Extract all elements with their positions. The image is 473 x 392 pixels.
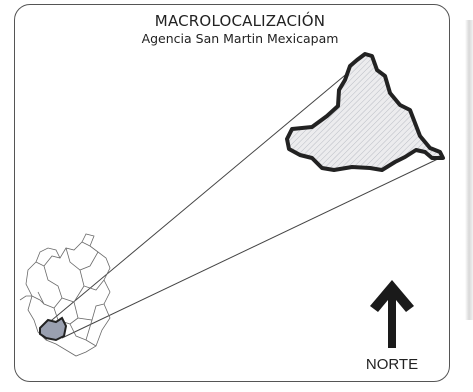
- projection-line-upper: [39, 55, 369, 331]
- agency-enlarged-outline: [285, 52, 445, 172]
- map-title: MACROLOCALIZACIÓN: [154, 12, 326, 30]
- projection-line-lower: [61, 156, 443, 339]
- municipality-outlines: [19, 233, 111, 357]
- map-subtitle: Agencia San Martin Mexicapam: [141, 31, 339, 46]
- agency-location-highlight: [39, 316, 68, 342]
- arrow-up-icon: [370, 280, 414, 348]
- page-edge-shadow: [465, 20, 473, 320]
- north-label: NORTE: [365, 356, 419, 373]
